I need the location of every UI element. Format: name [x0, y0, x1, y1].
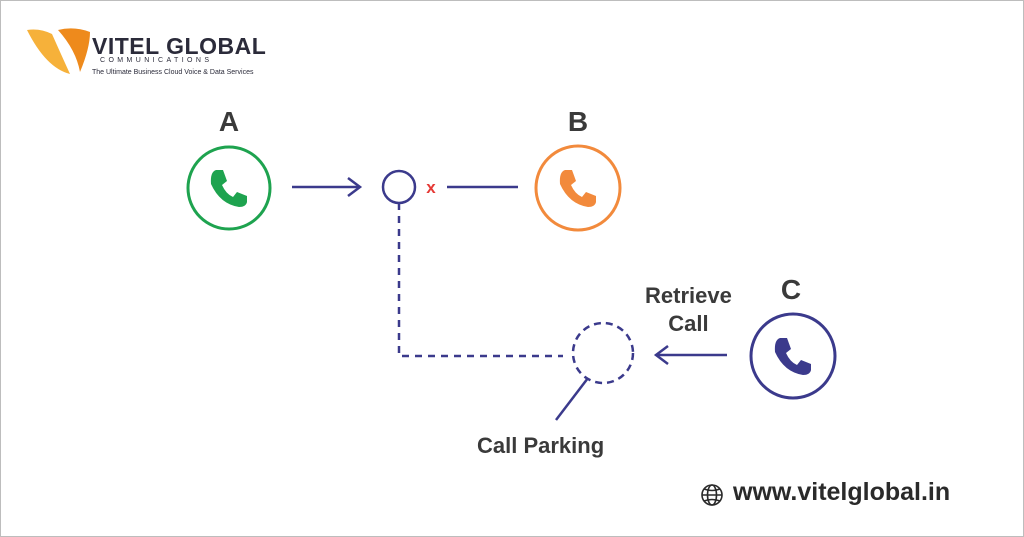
parking-slot-node	[571, 321, 635, 385]
disconnect-marker: x	[426, 178, 436, 197]
arrow-a-to-hub	[292, 177, 363, 197]
node-c-label: C	[780, 274, 802, 305]
brand-subtitle: COMMUNICATIONS	[100, 57, 213, 64]
vitel-logo-icon	[27, 28, 90, 74]
node-a-phone	[186, 145, 272, 231]
retrieve-call-label: Retrieve Call	[645, 282, 732, 338]
retrieve-call-line1: Retrieve	[645, 283, 732, 308]
node-b-label: B	[567, 106, 589, 137]
node-a-label: A	[218, 106, 240, 137]
retrieve-call-line2: Call	[668, 311, 709, 336]
website-link[interactable]: www.vitelglobal.in	[733, 478, 951, 506]
dashed-path-to-parking	[397, 203, 563, 358]
globe-icon	[701, 484, 723, 506]
arrow-c-to-parking	[653, 345, 727, 365]
node-b-phone	[534, 144, 622, 232]
brand-tagline: The Ultimate Business Cloud Voice & Data…	[92, 69, 254, 76]
node-c-phone	[749, 312, 837, 400]
call-parking-pointer	[555, 377, 589, 421]
transfer-hub-node	[381, 169, 417, 205]
call-parking-label: Call Parking	[477, 433, 605, 458]
brand-name: VITEL GLOBAL	[92, 33, 267, 59]
